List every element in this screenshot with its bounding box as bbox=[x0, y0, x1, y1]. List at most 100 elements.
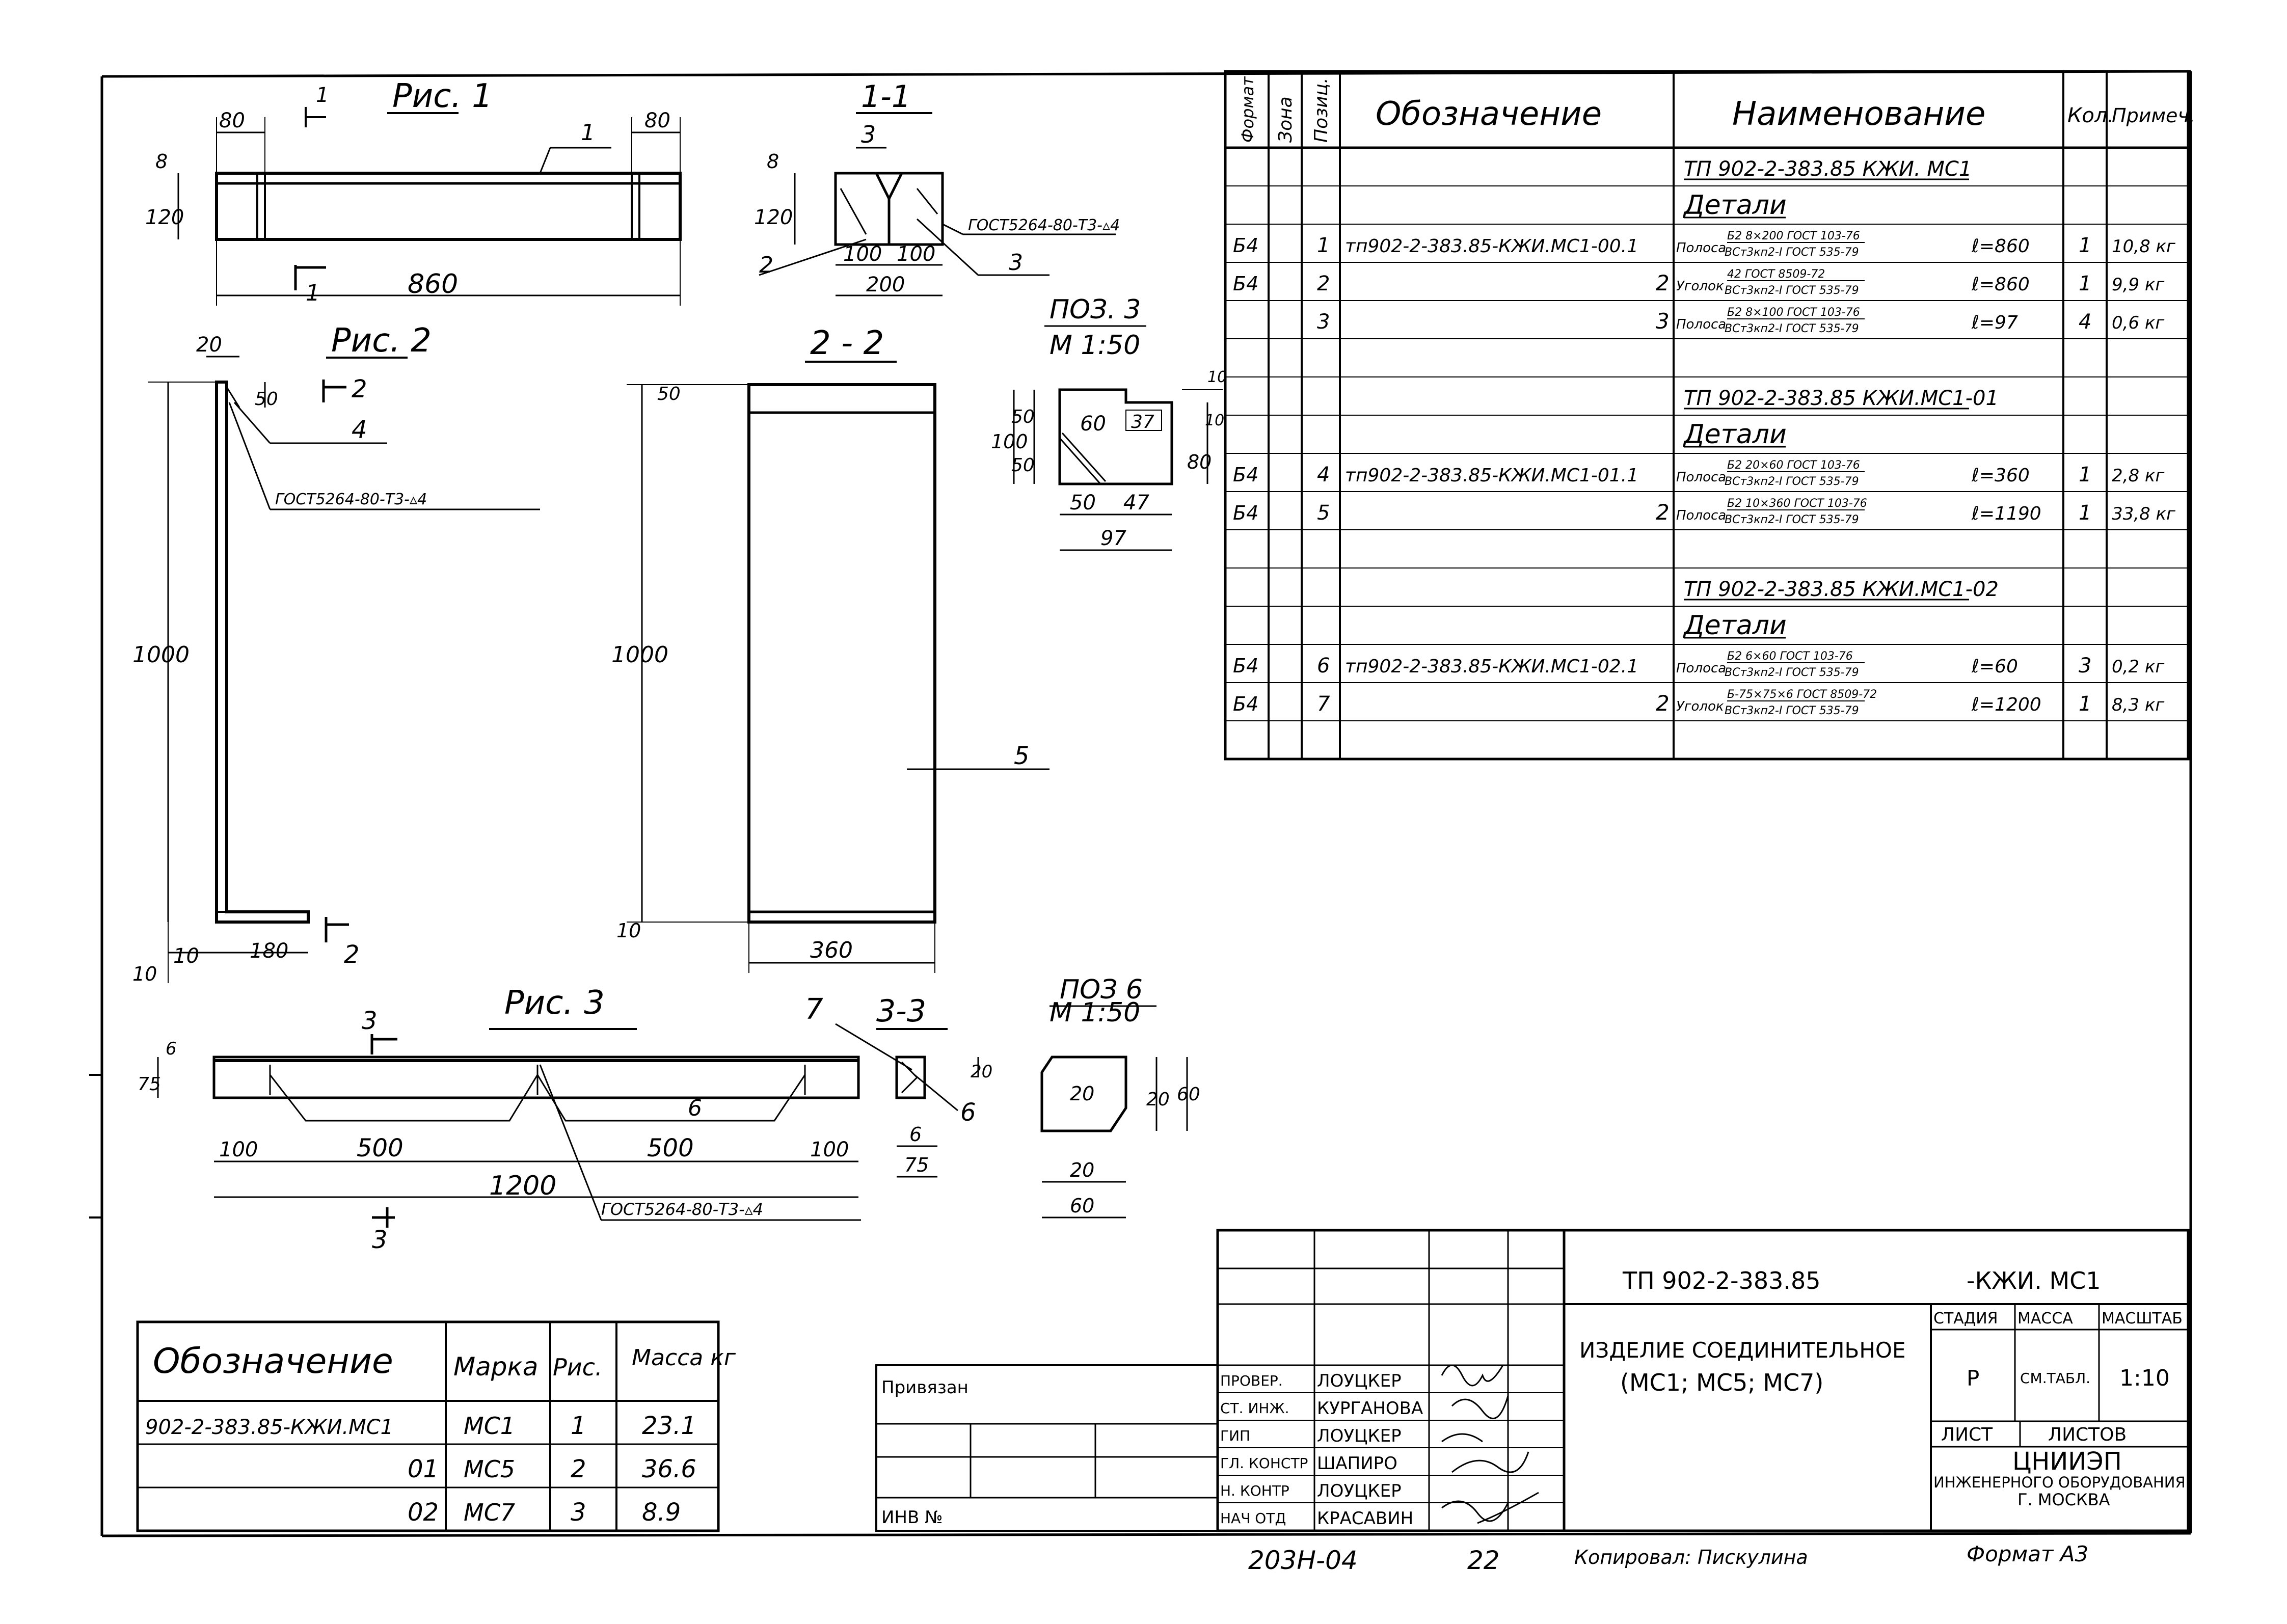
spec-header-note: Примеч. bbox=[2112, 104, 2195, 127]
fig3-callout-6: 6 bbox=[688, 1095, 702, 1121]
fig2-weld-note: ГОСТ5264-80-Т3-▵4 bbox=[275, 491, 427, 508]
sec22-callout-5: 5 bbox=[1014, 742, 1030, 770]
spec-cell-note: 0,2 кг bbox=[2112, 657, 2165, 677]
fig3-dim-500-left: 500 bbox=[357, 1134, 403, 1162]
signer-name: КРАСАВИН bbox=[1317, 1508, 1413, 1529]
fig2-dim-50: 50 bbox=[255, 389, 278, 410]
spec-cell-length: ℓ=860 bbox=[1971, 236, 2030, 257]
fig3-dim-6: 6 bbox=[166, 1039, 177, 1059]
marks-cell-mark: МС1 bbox=[464, 1412, 515, 1440]
spec-table: Формат Зона Позиц. Обозначение Наименова… bbox=[1224, 70, 2195, 761]
spec-cell-note: 2,8 кг bbox=[2112, 466, 2165, 486]
pos6-scale: М 1:50 bbox=[1050, 997, 1140, 1028]
spec-cell-material-bottom: ВСт3кп2-I ГОСТ 535-79 bbox=[1725, 513, 1859, 526]
sec33-label-7: 7 bbox=[805, 993, 823, 1026]
spec-cell-name: Уголок bbox=[1676, 699, 1724, 714]
spec-cell-format: Б4 bbox=[1233, 693, 1258, 715]
bottom-archive: 203Н-04 bbox=[1248, 1546, 1358, 1575]
fig1-dim-120: 120 bbox=[145, 206, 184, 229]
spec-cell-length: ℓ=97 bbox=[1971, 312, 2018, 333]
spec-cell-qty: 1 bbox=[2079, 501, 2091, 525]
spec-cell-group-title: Детали bbox=[1683, 610, 1787, 641]
spec-cell-material-top: 42 ГОСТ 8509-72 bbox=[1727, 268, 1825, 281]
spec-cell-format: Б4 bbox=[1233, 502, 1258, 524]
spec-cell-material-top: Б2 6×60 ГОСТ 103-76 bbox=[1727, 650, 1853, 663]
detail-pos-3: ПОЗ. 3 М 1:50 60 37 10 100 50 50 80 10 5… bbox=[991, 294, 1227, 551]
section-1-1-title: 1-1 bbox=[861, 79, 911, 115]
title-line-1: ИЗДЕЛИЕ СОЕДИНИТЕЛЬНОЕ bbox=[1579, 1338, 1906, 1363]
bottom-notes: 203Н-04 22 Копировал: Пискулина Формат А… bbox=[1248, 1541, 2088, 1575]
marks-header-oboz: Обозначение bbox=[153, 1341, 393, 1382]
sec33-dim-75: 75 bbox=[904, 1154, 929, 1176]
marks-cell-mass: 36.6 bbox=[642, 1455, 696, 1483]
spec-cell-material-top: Б2 8×200 ГОСТ 103-76 bbox=[1727, 230, 1860, 242]
marks-cell-mass: 23.1 bbox=[642, 1412, 696, 1440]
marks-header-fig: Рис. bbox=[553, 1354, 603, 1381]
spec-cell-name: Полоса bbox=[1676, 661, 1726, 676]
fig1-section-mark-1: 1 bbox=[316, 84, 329, 107]
fig3-dim-1200: 1200 bbox=[489, 1171, 556, 1201]
spec-cell-pos: 3 bbox=[1317, 310, 1330, 334]
fig3-weld-note: ГОСТ5264-80-Т3-▵4 bbox=[601, 1200, 763, 1219]
pos6-dim-20-right: 20 bbox=[1146, 1089, 1170, 1110]
marks-table: Обозначение Марка Рис. Масса кг 902-2-38… bbox=[136, 1320, 736, 1532]
detail-pos-6: ПОЗ 6 М 1:50 20 20 60 20 60 bbox=[1040, 975, 1200, 1219]
figure-1: Рис. 1 80 80 1 8 120 860 1 1 bbox=[145, 77, 682, 306]
marks-cell-mass: 8.9 bbox=[642, 1498, 681, 1527]
sec11-dim-100-right: 100 bbox=[897, 242, 935, 266]
section-3-3: 7 3-3 6 20 6 75 bbox=[805, 993, 992, 1178]
pos3-dim-37: 37 bbox=[1131, 412, 1154, 432]
title-stage: Р bbox=[1967, 1366, 1979, 1391]
sec11-dim-120: 120 bbox=[754, 206, 793, 229]
bottom-copied: Копировал: Пискулина bbox=[1574, 1546, 1808, 1568]
fig2-section-mark-bottom: 2 bbox=[344, 940, 360, 969]
figure-2: Рис. 2 1000 20 50 2 4 ГОСТ5264-80-Т3-▵4 … bbox=[132, 322, 540, 985]
sec22-dim-50: 50 bbox=[657, 384, 681, 404]
signer-role: СТ. ИНЖ. bbox=[1220, 1400, 1289, 1417]
spec-header-name: Наименование bbox=[1732, 95, 1985, 133]
fig3-dim-75: 75 bbox=[138, 1074, 161, 1095]
pos3-title: ПОЗ. 3 bbox=[1050, 294, 1141, 325]
sec11-dim-100-left: 100 bbox=[843, 242, 882, 266]
section-2-2-title: 2 - 2 bbox=[810, 324, 884, 362]
sec11-label-3b: 3 bbox=[1009, 250, 1023, 276]
spec-cell-material-top: Б2 10×360 ГОСТ 103-76 bbox=[1727, 497, 1867, 510]
spec-cell-note: 33,8 кг bbox=[2112, 504, 2176, 524]
fig2-dim-1000: 1000 bbox=[132, 642, 190, 668]
sec33-dim-20: 20 bbox=[971, 1062, 992, 1082]
signer-role: Н. КОНТР bbox=[1220, 1482, 1289, 1499]
spec-cell-qty: 1 bbox=[2079, 272, 2091, 295]
fig3-section-mark-top: 3 bbox=[362, 1007, 378, 1035]
fig1-dim-8: 8 bbox=[155, 150, 168, 173]
spec-cell-length: ℓ=860 bbox=[1971, 274, 2030, 295]
fig1-dim-80-right: 80 bbox=[644, 109, 670, 132]
marks-cell-mark: МС7 bbox=[464, 1499, 515, 1526]
spec-cell-length: ℓ=360 bbox=[1971, 465, 2030, 486]
spec-cell-qty: 1 bbox=[2079, 692, 2091, 716]
section-1-1: 1-1 3 8 120 100 100 200 2 3 ГОСТ5264-80-… bbox=[754, 79, 1120, 296]
spec-cell-name: Полоса bbox=[1676, 240, 1726, 256]
pos3-dim-50-bottom: 50 bbox=[1011, 455, 1035, 476]
spec-cell-note: 0,6 кг bbox=[2112, 313, 2165, 333]
sec33-label-6: 6 bbox=[960, 1098, 976, 1127]
fig3-dim-100-left: 100 bbox=[219, 1138, 258, 1161]
fig2-section-mark-top: 2 bbox=[352, 375, 367, 403]
spec-cell-pos: 6 bbox=[1317, 654, 1330, 678]
spec-cell-pos: 4 bbox=[1317, 463, 1330, 486]
pos3-dim-47: 47 bbox=[1123, 491, 1149, 515]
spec-header-qty: Кол. bbox=[2067, 104, 2114, 127]
pos3-scale: М 1:50 bbox=[1050, 330, 1140, 361]
signer-role: ГИП bbox=[1220, 1427, 1250, 1444]
title-mass-header: МАССА bbox=[2017, 1310, 2073, 1328]
spec-cell-format: Б4 bbox=[1233, 273, 1258, 295]
pos6-dim-20-bottom: 20 bbox=[1070, 1159, 1094, 1181]
sec11-dim-200: 200 bbox=[866, 273, 905, 296]
fig3-dim-100-right: 100 bbox=[810, 1138, 849, 1161]
title-scale-header: МАСШТАБ bbox=[2102, 1310, 2183, 1328]
fig2-dim-180: 180 bbox=[250, 939, 288, 963]
spec-cell-oboz: 2 bbox=[1656, 500, 1670, 525]
title-org: ЦНИИЭП bbox=[2012, 1447, 2122, 1476]
marks-header-mass: Масса кг bbox=[632, 1345, 736, 1371]
